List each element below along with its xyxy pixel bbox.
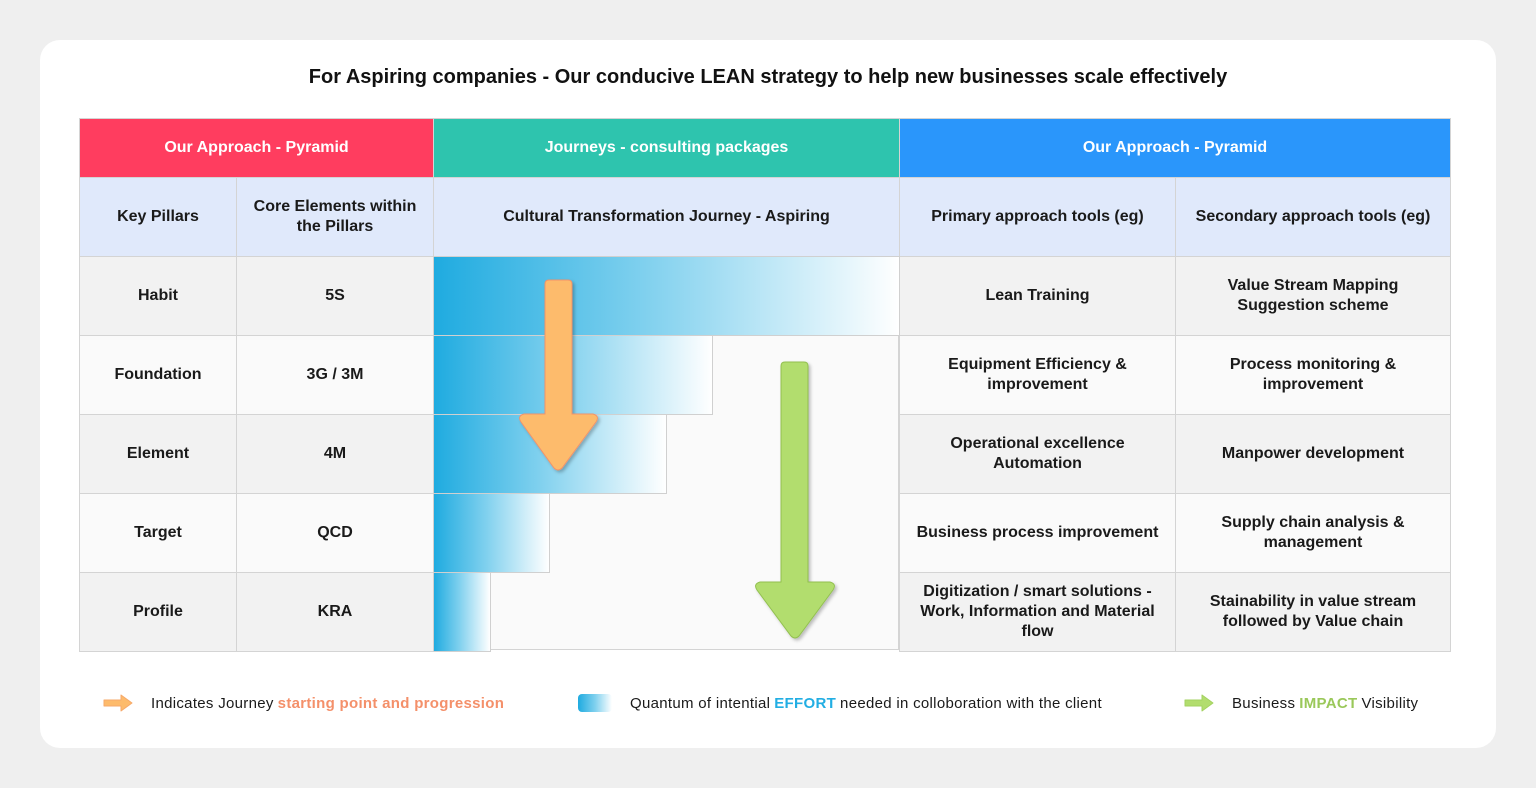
cell-primary-tool: Business process improvement bbox=[899, 493, 1176, 573]
legend-effort-highlight: EFFORT bbox=[774, 694, 837, 712]
header-group-journeys: Journeys - consulting packages bbox=[433, 118, 900, 178]
cell-key-pillar: Habit bbox=[79, 256, 237, 336]
column-header-core-elements: Core Elements within the Pillars bbox=[236, 177, 434, 257]
cell-key-pillar: Foundation bbox=[79, 335, 237, 415]
legend-effort: Quantum of intential EFFORT needed in co… bbox=[578, 692, 1102, 714]
cell-core-element: QCD bbox=[236, 493, 434, 573]
effort-bar-habit bbox=[433, 256, 900, 336]
cell-secondary-tool: Manpower development bbox=[1175, 414, 1451, 494]
cell-key-pillar: Profile bbox=[79, 572, 237, 652]
effort-bar-profile bbox=[433, 572, 491, 652]
legend-impact-highlight: IMPACT bbox=[1299, 694, 1358, 712]
column-header-secondary-tools: Secondary approach tools (eg) bbox=[1175, 177, 1451, 257]
effort-bar-target bbox=[433, 493, 550, 573]
legend-effort-text-post: needed in colloboration with the client bbox=[840, 694, 1102, 712]
header-group-approach-right: Our Approach - Pyramid bbox=[899, 118, 1451, 178]
column-header-primary-tools: Primary approach tools (eg) bbox=[899, 177, 1176, 257]
cell-primary-tool: Operational excellence Automation bbox=[899, 414, 1176, 494]
cell-secondary-tool: Stainability in value stream followed by… bbox=[1175, 572, 1451, 652]
legend-impact: Business IMPACT Visibility bbox=[1184, 692, 1418, 714]
cell-secondary-tool: Process monitoring & improvement bbox=[1175, 335, 1451, 415]
legend-journey: Indicates Journey starting point and pro… bbox=[103, 692, 508, 714]
cell-primary-tool: Digitization / smart solutions - Work, I… bbox=[899, 572, 1176, 652]
legend-impact-text-post: Visibility bbox=[1361, 694, 1419, 712]
legend-journey-text: Indicates Journey bbox=[151, 694, 274, 712]
page-title: For Aspiring companies - Our conducive L… bbox=[308, 66, 1228, 88]
cell-core-element: 3G / 3M bbox=[236, 335, 434, 415]
journey-progression-arrow bbox=[519, 279, 598, 471]
legend-journey-highlight: starting point and progression bbox=[277, 694, 505, 712]
cell-core-element: KRA bbox=[236, 572, 434, 652]
legend-effort-text-pre: Quantum of intential bbox=[630, 694, 771, 712]
cell-key-pillar: Target bbox=[79, 493, 237, 573]
column-header-key-pillars: Key Pillars bbox=[79, 177, 237, 257]
business-impact-arrow bbox=[755, 361, 835, 639]
cell-core-element: 4M bbox=[236, 414, 434, 494]
legend-impact-text-pre: Business bbox=[1232, 694, 1296, 712]
green-arrow-icon bbox=[1184, 694, 1214, 712]
header-group-approach-left: Our Approach - Pyramid bbox=[79, 118, 434, 178]
effort-gradient-icon bbox=[578, 694, 612, 712]
orange-arrow-icon bbox=[103, 694, 133, 712]
cell-secondary-tool: Value Stream Mapping Suggestion scheme bbox=[1175, 256, 1451, 336]
column-header-journey: Cultural Transformation Journey - Aspiri… bbox=[433, 177, 900, 257]
